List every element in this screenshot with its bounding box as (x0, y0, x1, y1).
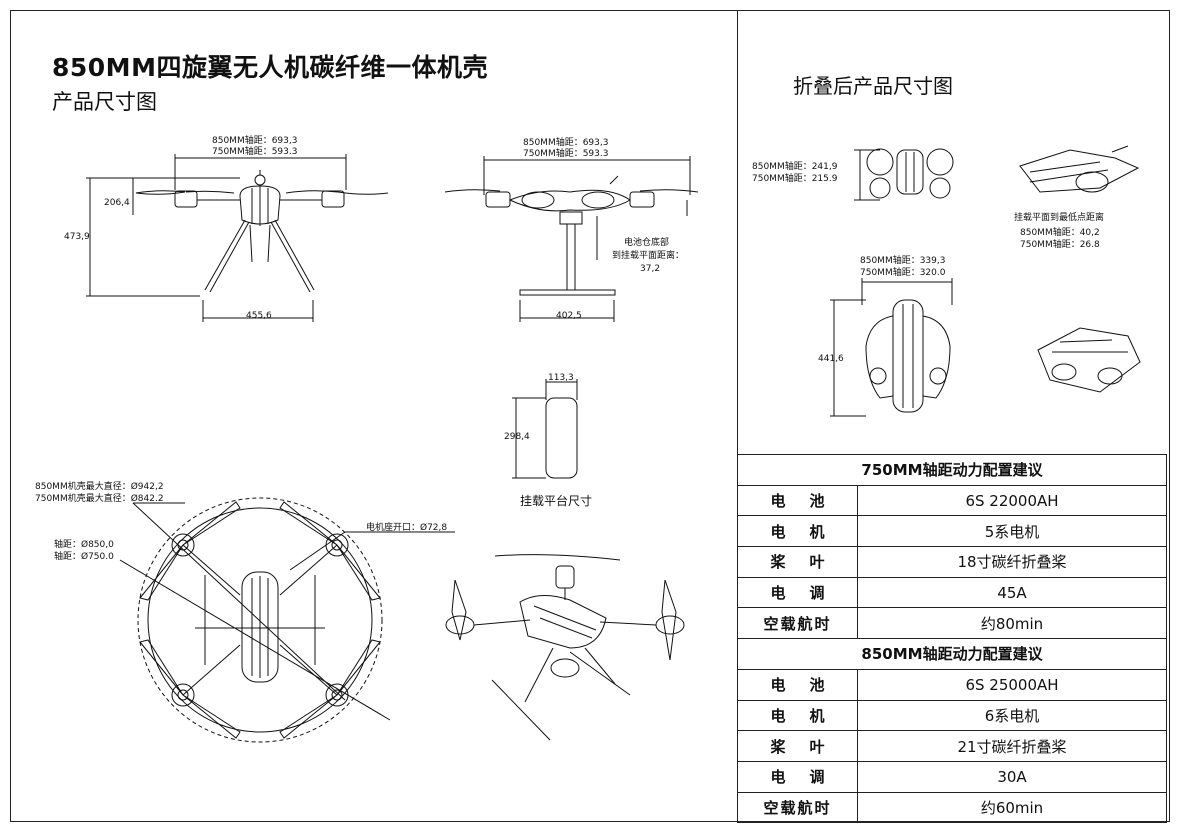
side-view-drawing (445, 156, 698, 322)
top-view-drawing (120, 498, 455, 742)
side-leg-span: 402,5 (556, 311, 582, 321)
spec-value: 约60min (857, 791, 1167, 824)
table-row: 电池 6S 22000AH (737, 484, 1167, 517)
table-row: 桨叶 18寸碳纤折叠桨 (737, 546, 1167, 578)
top-axis-750: 轴距：Ø750.0 (54, 552, 114, 562)
spec-key: 电调 (737, 576, 858, 609)
table-row: 空载航时 约60min (737, 791, 1167, 824)
table-row: 电机 5系电机 (737, 515, 1167, 548)
folded-width-750: 750MM轴距：320.0 (860, 268, 946, 278)
drawing-frame (10, 10, 1170, 822)
page-title: 850MM四旋翼无人机碳纤维一体机壳 (52, 53, 488, 82)
spec-key: 电调 (737, 760, 858, 793)
spec-850-header-row: 850MM轴距动力配置建议 (737, 638, 1167, 670)
folded-front-drawing (830, 278, 952, 416)
spec-value: 6S 22000AH (857, 484, 1167, 517)
folded-section-title: 折叠后产品尺寸图 (793, 74, 953, 98)
platform-drawing (512, 379, 577, 478)
folded-iso-drawing (1020, 146, 1138, 192)
front-height-total: 473,9 (64, 232, 90, 242)
page-subtitle: 产品尺寸图 (52, 90, 157, 114)
spec-key: 电机 (737, 515, 858, 548)
spec-value: 30A (857, 760, 1167, 793)
table-row: 空载航时 约80min (737, 607, 1167, 640)
folded-clearance-850: 850MM轴距：40,2 (1020, 228, 1100, 238)
side-battery-note-value: 37,2 (640, 264, 661, 274)
iso-view-drawing (446, 555, 684, 740)
table-row: 电调 45A (737, 576, 1167, 609)
table-row: 电池 6S 25000AH (737, 668, 1167, 701)
front-wheelbase-750: 750MM轴距：593.3 (212, 147, 298, 157)
spec-value: 6S 25000AH (857, 668, 1167, 701)
spec-750-header-row: 750MM轴距动力配置建议 (737, 454, 1167, 486)
folded-width-850: 850MM轴距：339,3 (860, 256, 946, 266)
folded-top-750: 750MM轴距：215.9 (752, 174, 838, 184)
folded-clearance-title: 挂载平面到最低点距离 (1014, 213, 1105, 223)
folded-clearance-750: 750MM轴距：26.8 (1020, 240, 1100, 250)
platform-caption: 挂载平台尺寸 (520, 494, 593, 508)
spec-value: 21寸碳纤折叠桨 (857, 730, 1167, 762)
side-battery-note-2: 到挂载平面距离： (612, 251, 685, 261)
spec-850-header: 850MM轴距动力配置建议 (737, 638, 1167, 670)
spec-value: 5系电机 (857, 515, 1167, 548)
folded-top-850: 850MM轴距：241,9 (752, 162, 838, 172)
side-battery-note-1: 电池仓底部 (624, 238, 670, 248)
top-shell-850: 850MM机壳最大直径：Ø942,2 (35, 482, 164, 492)
top-shell-750: 750MM机壳最大直径：Ø842.2 (35, 494, 164, 504)
table-row: 电机 6系电机 (737, 699, 1167, 732)
spec-key: 电池 (737, 668, 858, 701)
front-height-top: 206,4 (104, 198, 130, 208)
front-leg-span: 455,6 (246, 311, 272, 321)
spec-value: 约80min (857, 607, 1167, 640)
side-wheelbase-750: 750MM轴距：593.3 (523, 149, 609, 159)
spec-key: 空载航时 (737, 791, 858, 824)
spec-value: 18寸碳纤折叠桨 (857, 546, 1167, 578)
power-config-table: 750MM轴距动力配置建议 电池 6S 22000AH 电机 5系电机 桨叶 1… (737, 454, 1167, 824)
platform-width: 113,3 (548, 373, 574, 383)
top-axis-850: 轴距：Ø850,0 (54, 540, 114, 550)
front-view-drawing (86, 154, 388, 322)
spec-key: 电池 (737, 484, 858, 517)
spec-value: 45A (857, 576, 1167, 609)
spec-750-header: 750MM轴距动力配置建议 (737, 454, 1167, 486)
table-row: 桨叶 21寸碳纤折叠桨 (737, 730, 1167, 762)
spec-key: 桨叶 (737, 546, 858, 578)
folded-height: 441,6 (818, 354, 844, 364)
spec-key: 桨叶 (737, 730, 858, 762)
side-wheelbase-850: 850MM轴距：693,3 (523, 138, 609, 148)
panel-divider (737, 10, 738, 822)
front-wheelbase-850: 850MM轴距：693,3 (212, 136, 298, 146)
folded-iso2-drawing (1038, 328, 1140, 392)
folded-top-drawing (854, 149, 953, 200)
platform-height: 298,4 (504, 432, 530, 442)
spec-key: 空载航时 (737, 607, 858, 640)
table-row: 电调 30A (737, 760, 1167, 793)
top-motor-mount: 电机座开口：Ø72,8 (366, 523, 448, 533)
spec-value: 6系电机 (857, 699, 1167, 732)
spec-key: 电机 (737, 699, 858, 732)
